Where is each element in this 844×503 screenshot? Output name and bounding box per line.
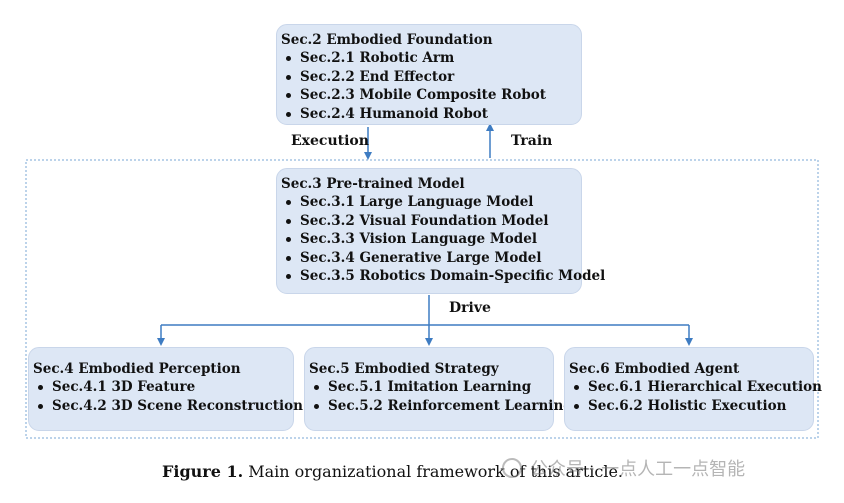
list-item: Sec.3.5 Robotics Domain-Specific Model — [281, 267, 605, 286]
perception-list: Sec.4.1 3D Feature Sec.4.2 3D Scene Reco… — [33, 378, 303, 416]
list-item: Sec.2.4 Humanoid Robot — [281, 105, 577, 124]
list-item: Sec.6.1 Hierarchical Execution — [569, 378, 822, 397]
list-item: Sec.3.3 Vision Language Model — [281, 230, 577, 249]
pretrained-list: Sec.3.1 Large Language Model Sec.3.2 Vis… — [281, 193, 605, 286]
bullet-icon — [286, 93, 291, 99]
bullet-icon — [286, 255, 291, 261]
bullet-icon — [574, 403, 579, 409]
bullet-icon — [38, 403, 43, 409]
list-item: Sec.5.1 Imitation Learning — [309, 378, 549, 397]
figure-label: Figure 1. — [162, 462, 244, 481]
wechat-logo-icon — [502, 458, 522, 478]
list-item: Sec.4.1 3D Feature — [33, 378, 289, 397]
list-item: Sec.6.2 Holistic Execution — [569, 397, 809, 416]
execution-label: Execution — [291, 133, 369, 149]
foundation-title: Sec.2 Embodied Foundation — [281, 32, 493, 48]
dashed-region-border — [25, 159, 819, 439]
train-label: Train — [511, 133, 553, 149]
bullet-icon — [286, 74, 291, 80]
bullet-icon — [286, 200, 291, 205]
strategy-title: Sec.5 Embodied Strategy — [309, 361, 499, 377]
foundation-list: Sec.2.1 Robotic Arm Sec.2.2 End Effector… — [281, 49, 577, 123]
bullet-icon — [286, 274, 291, 280]
watermark: 公众号 · 一点人工一点智能 — [502, 455, 745, 481]
bullet-icon — [574, 385, 579, 390]
foundation-box: Sec.2 Embodied Foundation Sec.2.1 Roboti… — [276, 24, 582, 125]
perception-title: Sec.4 Embodied Perception — [33, 361, 241, 377]
list-item: Sec.4.2 3D Scene Reconstruction — [33, 397, 303, 416]
list-item: Sec.5.2 Reinforcement Learning — [309, 397, 573, 416]
list-item: Sec.3.4 Generative Large Model — [281, 249, 577, 268]
watermark-text: 公众号 · 一点人工一点智能 — [530, 459, 746, 480]
bullet-icon — [314, 385, 319, 390]
list-item: Sec.3.1 Large Language Model — [281, 193, 577, 212]
bullet-icon — [286, 111, 291, 117]
bullet-icon — [38, 385, 43, 390]
pretrained-title: Sec.3 Pre-trained Model — [281, 176, 465, 192]
list-item: Sec.2.1 Robotic Arm — [281, 49, 577, 68]
list-item: Sec.3.2 Visual Foundation Model — [281, 212, 577, 231]
drive-label: Drive — [449, 300, 491, 316]
bullet-icon — [286, 218, 291, 224]
caption-text: Main organizational framework of this ar… — [243, 462, 623, 481]
strategy-list: Sec.5.1 Imitation Learning Sec.5.2 Reinf… — [309, 378, 573, 416]
perception-box: Sec.4 Embodied Perception Sec.4.1 3D Fea… — [28, 347, 303, 431]
strategy-box: Sec.5 Embodied Strategy Sec.5.1 Imitatio… — [304, 347, 573, 431]
agent-list: Sec.6.1 Hierarchical Execution Sec.6.2 H… — [569, 378, 822, 416]
pretrained-box: Sec.3 Pre-trained Model Sec.3.1 Large La… — [276, 168, 605, 294]
bullet-icon — [314, 403, 319, 409]
bullet-icon — [286, 237, 291, 243]
list-item: Sec.2.2 End Effector — [281, 68, 577, 87]
bullet-icon — [286, 56, 291, 61]
figure-caption: Figure 1. Main organizational framework … — [162, 462, 623, 481]
agent-box: Sec.6 Embodied Agent Sec.6.1 Hierarchica… — [564, 347, 822, 431]
agent-title: Sec.6 Embodied Agent — [569, 361, 740, 377]
list-item: Sec.2.3 Mobile Composite Robot — [281, 86, 577, 105]
